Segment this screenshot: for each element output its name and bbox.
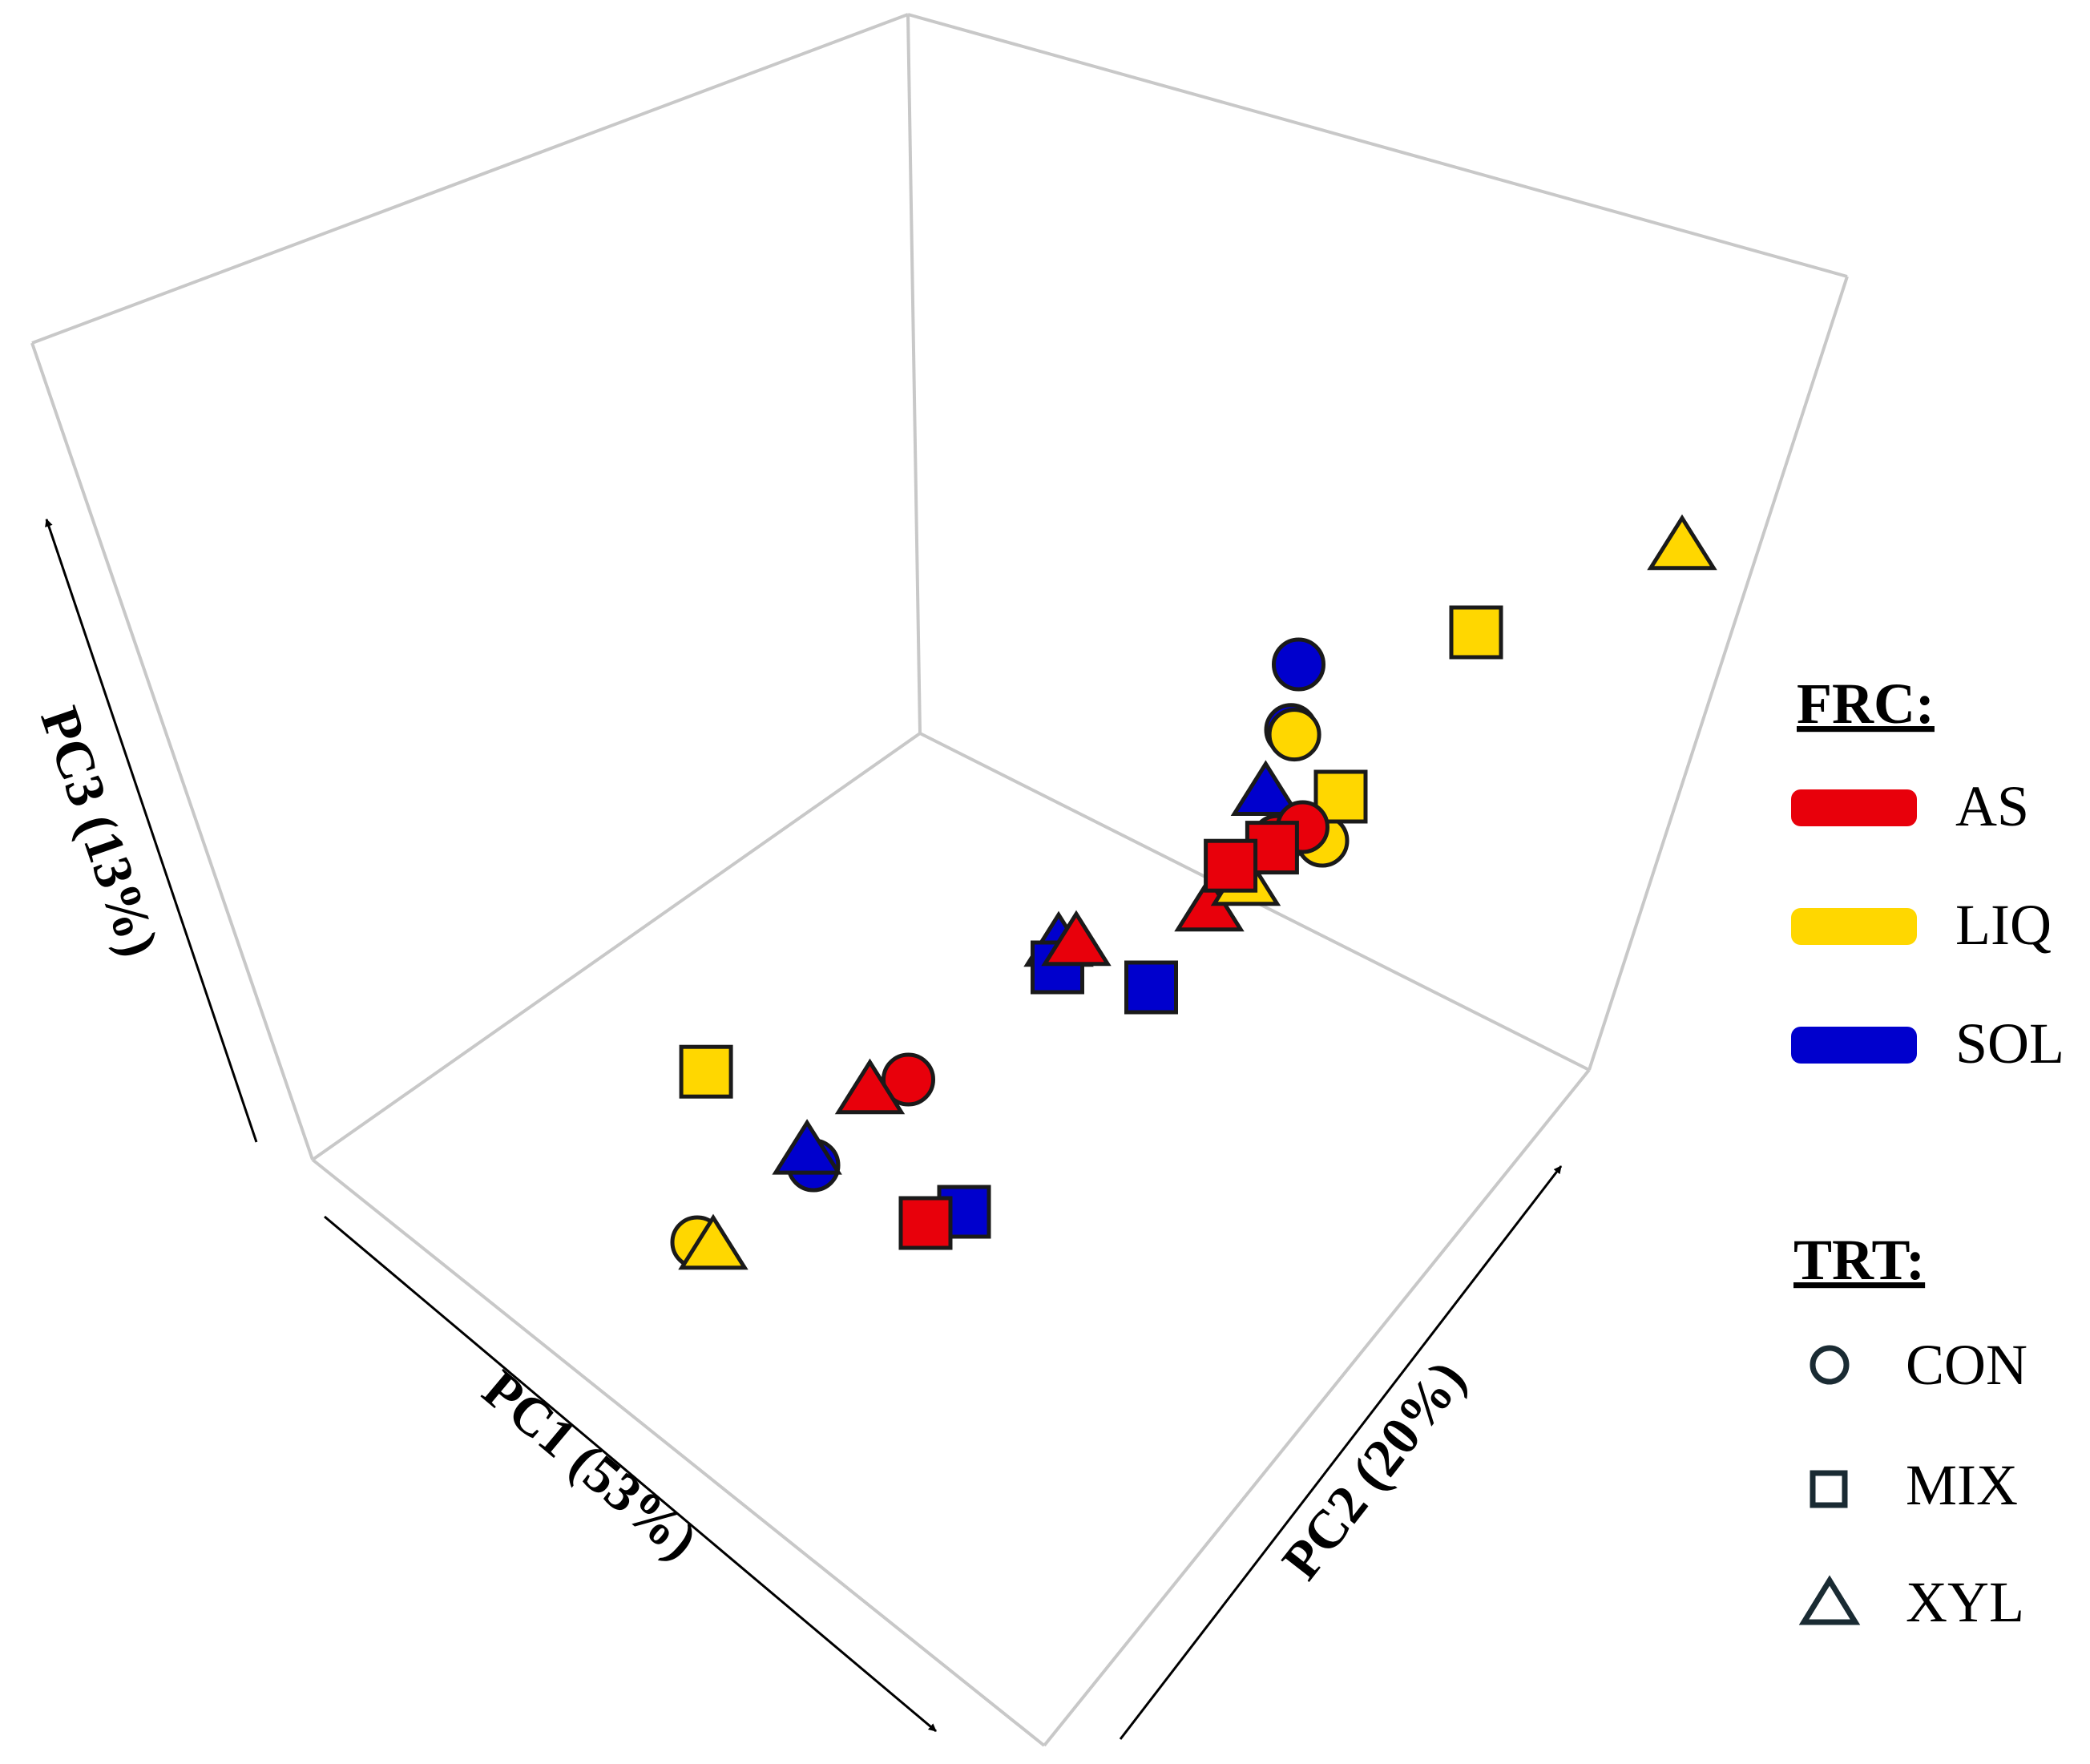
box-edge-floor-front-left [311, 1158, 1046, 1747]
box-edge-back-right-top [907, 13, 1848, 278]
box-edge-back-left-top [31, 13, 909, 345]
pc3-axis-title: PC3 (13%) [29, 699, 171, 963]
box-edge-back-vertical [906, 14, 922, 734]
box-edge-floor-back-left [311, 732, 922, 1161]
data-point-as-xyl [1041, 910, 1112, 967]
plot-box-wireframe [30, 13, 1849, 1747]
data-points [670, 514, 1717, 1270]
box-edge-right-vertical [1588, 276, 1849, 1071]
data-point-liq-mix [1449, 605, 1503, 660]
data-point-sol-xyl [772, 1119, 842, 1175]
data-point-sol-con [1272, 637, 1325, 692]
pc1-axis-arrow [324, 1215, 937, 1733]
data-point-sol-xyl [1230, 760, 1301, 816]
legend-swatch-as [1791, 789, 1917, 826]
legend-circle-icon [1810, 1345, 1850, 1385]
axis-arrows [45, 519, 1563, 1740]
pc2-axis-arrow [1119, 1165, 1563, 1740]
data-point-as-xyl [834, 1058, 906, 1115]
legend-label-liq: LIQ [1955, 893, 2052, 957]
legend-trt-title: TRT: [1793, 1228, 1925, 1292]
data-point-as-mix [1204, 838, 1258, 893]
pc3-axis-arrow [45, 519, 258, 1143]
pc1-axis-title: PC1 (53%) [472, 1358, 709, 1571]
data-point-liq-xyl [1647, 514, 1717, 571]
data-point-sol-mix [1124, 960, 1178, 1015]
legend-label-sol: SOL [1955, 1011, 2064, 1076]
legend-label-mix: MIX [1906, 1453, 2018, 1517]
data-point-liq-xyl [678, 1213, 748, 1270]
legend-swatch-liq [1791, 908, 1917, 945]
legend-label-con: CON [1906, 1333, 2027, 1397]
legend-square-icon [1810, 1470, 1848, 1508]
legend-triangle-icon [1798, 1575, 1861, 1625]
data-point-liq-mix [679, 1044, 733, 1099]
box-edge-floor-front-right [1043, 1068, 1591, 1747]
legend-label-as: AS [1955, 774, 2029, 838]
data-point-as-con [882, 1052, 935, 1107]
legend-frc-title: FRC: [1797, 672, 1935, 736]
legend-swatch-sol [1791, 1027, 1917, 1064]
data-point-as-mix [898, 1196, 953, 1250]
legend-label-xyl: XYL [1906, 1570, 2024, 1634]
pc2-axis-title: PC2 (20%) [1270, 1349, 1478, 1590]
data-point-liq-con [1267, 708, 1321, 762]
box-edge-left-vertical [30, 342, 314, 1161]
legend: FRC: AS LIQ SOL TRT: CON MIX XYL [1791, 672, 2064, 1634]
